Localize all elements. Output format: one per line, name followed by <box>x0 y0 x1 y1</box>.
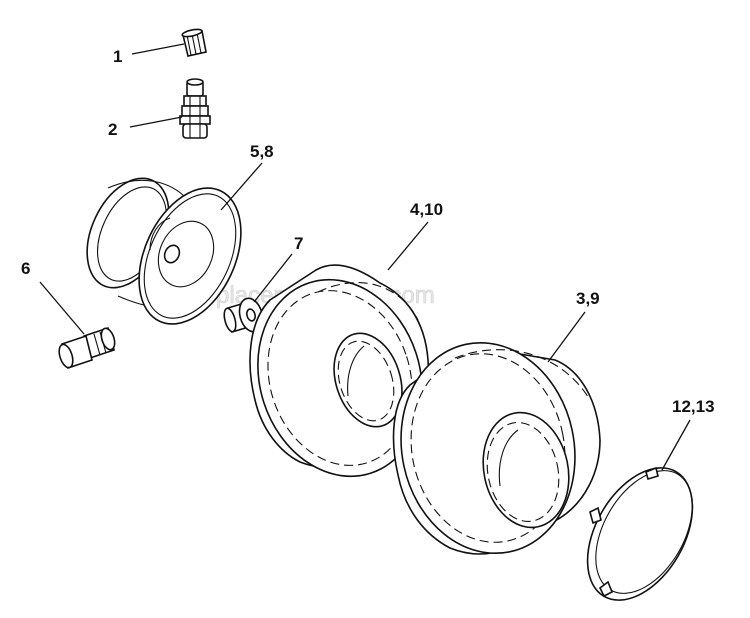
callout-3-9: 3,9 <box>576 289 600 308</box>
callout-2: 2 <box>108 120 117 139</box>
callout-1: 1 <box>113 47 122 66</box>
leader-6 <box>39 281 85 335</box>
rim-part <box>86 177 242 325</box>
callout-5-8: 5,8 <box>250 142 274 161</box>
valve-stem-part <box>179 78 211 139</box>
leader-1 <box>131 43 185 55</box>
leader-12-13 <box>661 419 691 471</box>
bolt-part <box>58 326 116 370</box>
rear-tire-part <box>392 341 601 555</box>
leader-2 <box>129 116 183 128</box>
front-tire-part <box>249 264 430 478</box>
callout-7: 7 <box>294 234 303 253</box>
callout-12-13: 12,13 <box>672 397 715 416</box>
leader-7 <box>253 253 293 303</box>
callout-4-10: 4,10 <box>410 200 443 219</box>
leader-5-8 <box>220 162 263 211</box>
hub-cap-part <box>586 466 694 601</box>
leader-4-10 <box>387 221 429 271</box>
leader-3-9 <box>547 311 586 363</box>
valve-cap-part <box>181 28 207 57</box>
callout-6: 6 <box>21 259 30 278</box>
